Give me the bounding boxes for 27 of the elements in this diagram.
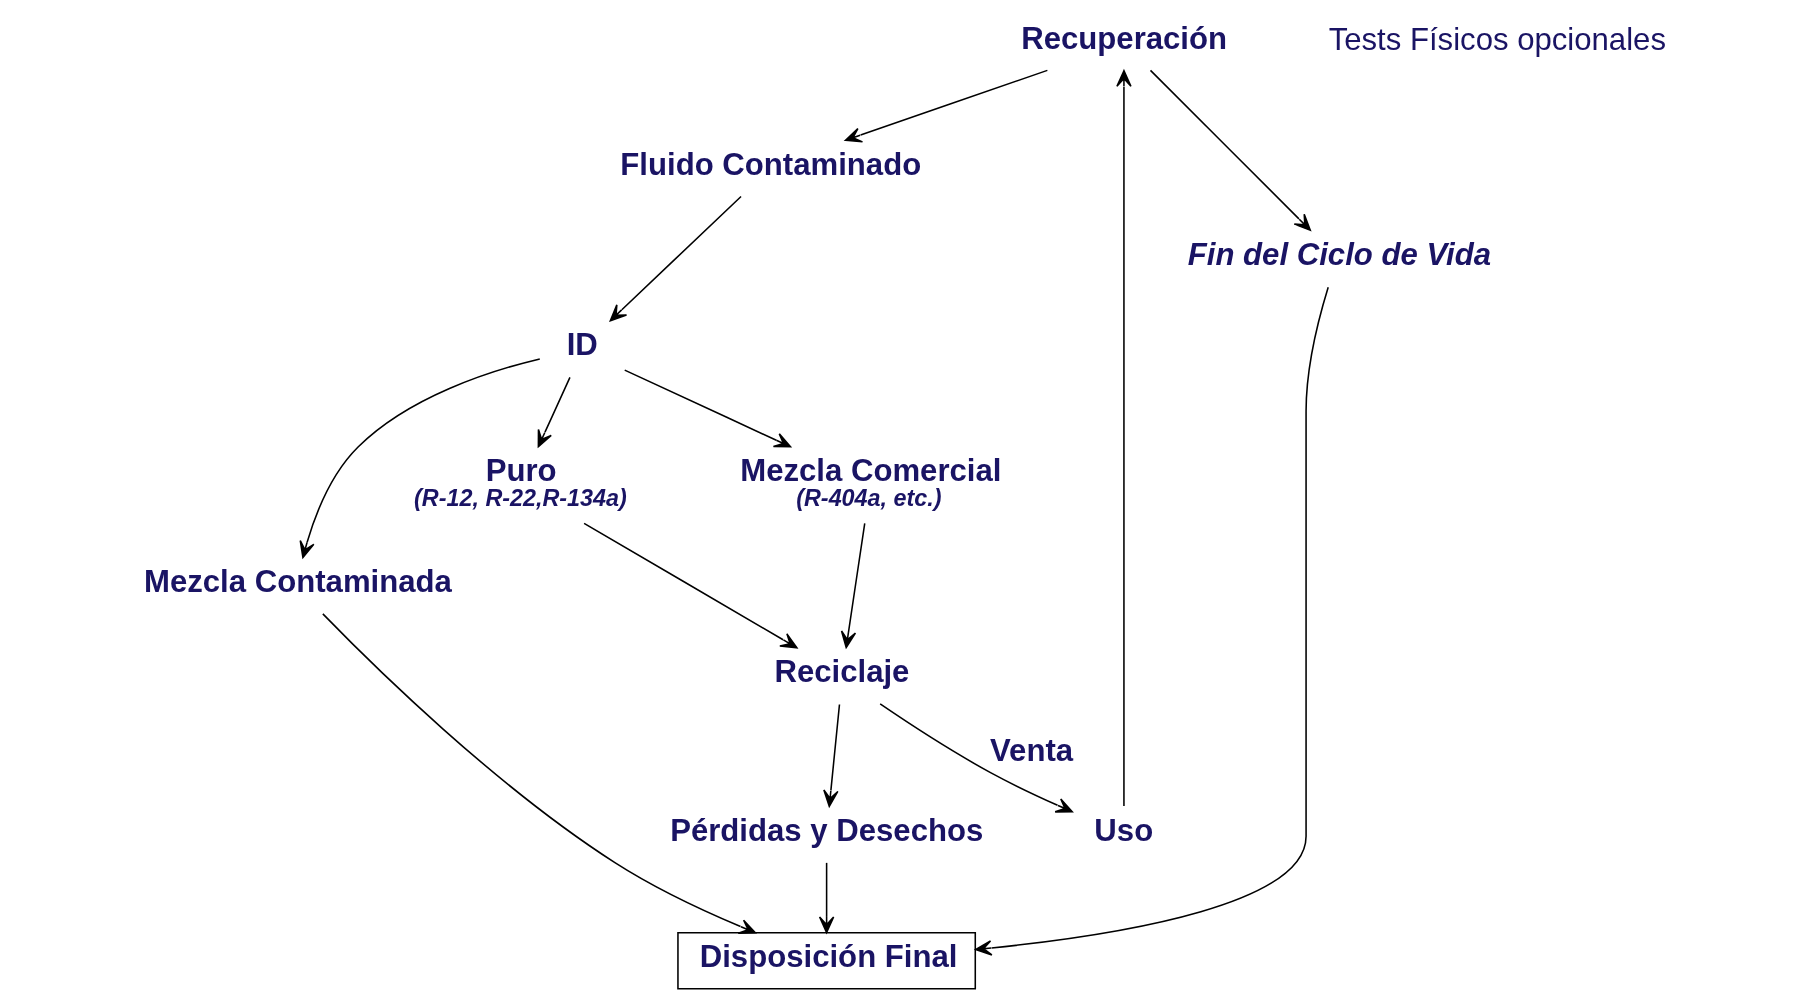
node-text: Puro (R-12, R-22,R-134a) [413,453,627,512]
arrow [840,522,865,649]
arrow [299,358,541,559]
arrow [974,286,1329,956]
arrow [623,369,791,448]
arrow [878,703,1073,813]
node-text: Pérdidas y Desechos [669,812,983,848]
node-text: Fin del Ciclo de Vida [1187,236,1491,272]
arrow [609,195,742,322]
arrow [321,613,756,934]
arrow [582,522,798,649]
node-text: Fluido Contaminado [619,146,921,182]
arrow [818,862,834,934]
label: Tests Físicos opcionales [1328,22,1666,58]
node-text: ID [566,327,598,363]
node-text: Reciclaje [773,654,909,690]
node-text: Mezcla Comercial (R-404a, etc.) [739,453,1001,512]
node-text: Uso [1093,812,1153,848]
arrow [1115,69,1132,807]
arrow [822,703,840,808]
arrow [844,69,1048,143]
arrow [537,376,571,448]
arrow [1149,69,1311,231]
node-box: Disposición Final [676,931,976,990]
node-text: Recuperación [1020,20,1227,56]
edge-label: Venta [989,733,1073,769]
node-text: Mezcla Contaminada [143,563,452,599]
